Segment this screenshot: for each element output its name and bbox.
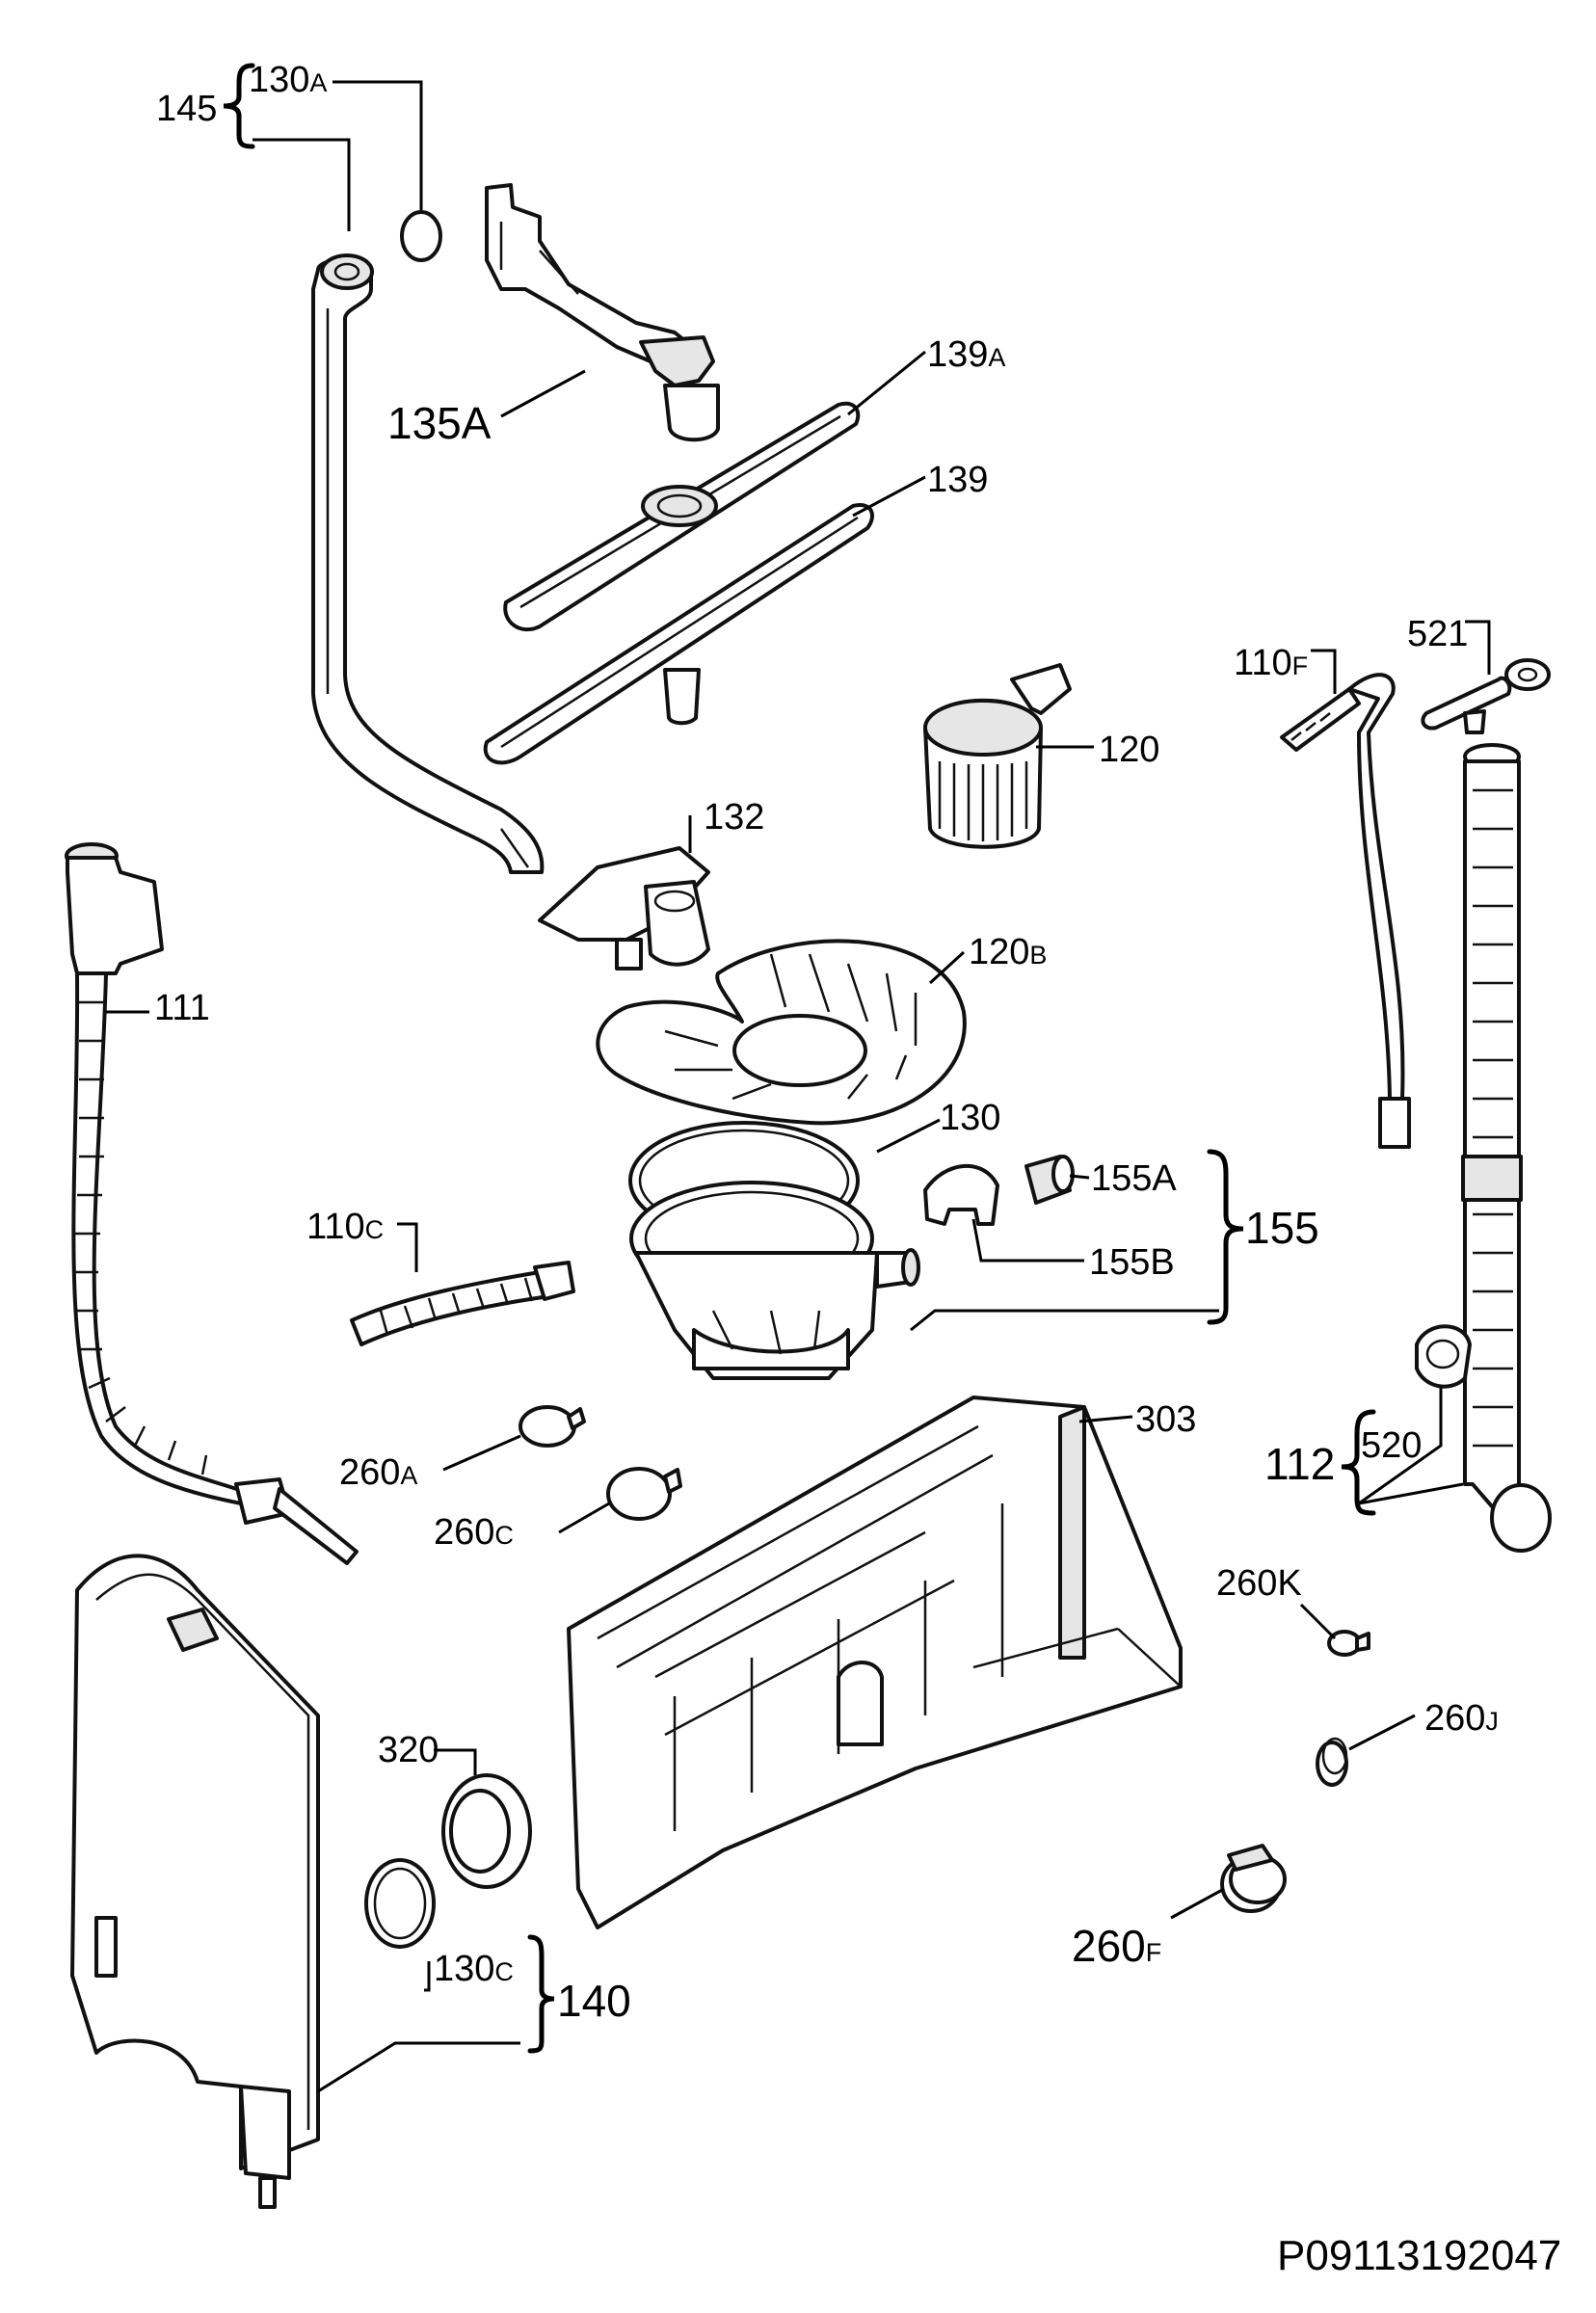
seal-320 bbox=[441, 1773, 532, 1889]
clamp-260c bbox=[606, 1467, 682, 1521]
label-155a: 155A bbox=[1091, 1158, 1177, 1199]
filter-plate-120b bbox=[596, 939, 967, 1126]
clamp-260k bbox=[1327, 1630, 1370, 1657]
inlet-hose-111 bbox=[65, 842, 359, 1565]
label-130a: 130A bbox=[249, 60, 327, 100]
label-135a: 135A bbox=[387, 398, 492, 448]
label-139: 139 bbox=[927, 460, 988, 500]
label-520: 520 bbox=[1361, 1425, 1422, 1466]
upper-spray-arm-139a bbox=[503, 401, 861, 632]
hose-110f bbox=[1280, 673, 1411, 1149]
base-303 bbox=[567, 1396, 1183, 1929]
label-260j: 260J bbox=[1424, 1698, 1499, 1739]
hose-110c bbox=[350, 1261, 575, 1346]
braces bbox=[223, 63, 1376, 2054]
filter-120 bbox=[923, 663, 1072, 849]
clamp-260a bbox=[519, 1405, 586, 1448]
label-140: 140 bbox=[557, 1976, 631, 2026]
label-145: 145 bbox=[156, 89, 217, 129]
lower-spray-arm-139 bbox=[483, 503, 874, 765]
clamp-260f bbox=[1220, 1844, 1287, 1913]
sump-assembly bbox=[629, 1181, 920, 1380]
clamp-260j bbox=[1316, 1737, 1348, 1787]
label-130c: 130C bbox=[434, 1949, 514, 1989]
label-120b: 120B bbox=[969, 932, 1047, 972]
label-112: 112 bbox=[1264, 1439, 1335, 1489]
label-260c: 260C bbox=[434, 1512, 514, 1553]
drain-hose-112 bbox=[1461, 743, 1552, 1553]
label-111: 111 bbox=[154, 988, 210, 1028]
o-ring-130a bbox=[400, 210, 442, 262]
label-320: 320 bbox=[378, 1730, 439, 1770]
seal-155a bbox=[1024, 1155, 1075, 1205]
label-260a: 260A bbox=[339, 1452, 417, 1493]
label-110c: 110C bbox=[306, 1207, 384, 1247]
label-521: 521 bbox=[1407, 614, 1468, 654]
valve-132 bbox=[538, 846, 710, 970]
label-130: 130 bbox=[940, 1098, 1000, 1138]
clip-521 bbox=[1421, 658, 1551, 734]
label-132: 132 bbox=[704, 797, 764, 837]
leader-lines bbox=[106, 80, 1491, 2093]
label-120: 120 bbox=[1099, 730, 1159, 770]
label-303: 303 bbox=[1135, 1399, 1196, 1440]
label-155b: 155B bbox=[1089, 1242, 1175, 1283]
label-260k: 260K bbox=[1216, 1563, 1302, 1604]
side-panel-140 bbox=[70, 1554, 320, 2209]
supply-pipe-145 bbox=[311, 253, 545, 874]
label-139a: 139A bbox=[927, 334, 1005, 375]
o-ring-130c bbox=[364, 1858, 436, 1949]
reference-code: P09113192047 bbox=[1277, 2232, 1561, 2279]
part-labels: 145 130A 135A 139A 139 110F 521 120 132 … bbox=[154, 60, 1499, 2026]
label-155: 155 bbox=[1245, 1203, 1319, 1253]
upper-arm-support-135a bbox=[485, 183, 720, 442]
label-110f: 110F bbox=[1234, 643, 1308, 683]
hose-clip-520 bbox=[1415, 1324, 1472, 1389]
label-260f: 260F bbox=[1072, 1921, 1161, 1971]
cover-155b bbox=[923, 1163, 999, 1226]
